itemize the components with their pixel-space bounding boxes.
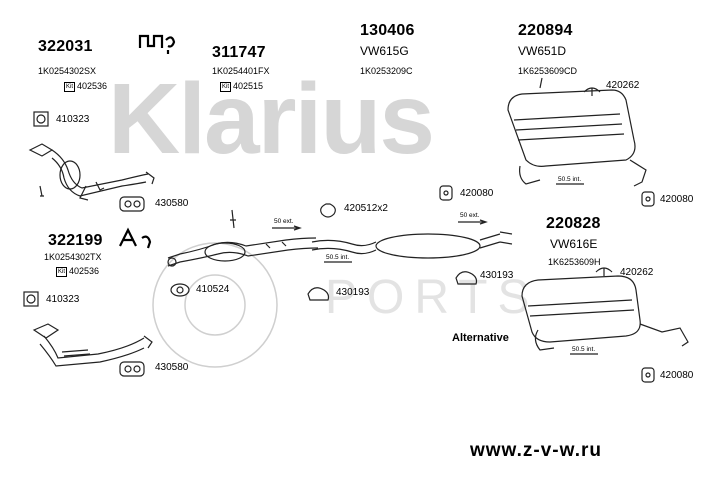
kit-number-311747: 402515 [233, 81, 264, 91]
clamp-430193-right-shape [455, 271, 478, 285]
hanger-420262-top-shape [583, 87, 601, 96]
label-410323-bottom: 410323 [46, 294, 80, 305]
rubber-420512-shape [320, 203, 336, 218]
oem-code-220828: 1K6253609H [548, 257, 601, 267]
kit-tag: Kit [64, 81, 76, 92]
oem-code-130406: 1K0253209C [360, 66, 413, 76]
dim-50-5-int-bottom: 50.5 int. [572, 346, 596, 353]
dim-50-5-int-left: 50.5 int. [326, 254, 350, 261]
label-420512x2: 420512x2 [344, 203, 388, 214]
clamp-430580-bottom-shape [119, 361, 145, 377]
gasket-410323-top-shape [33, 111, 49, 127]
label-420262-top: 420262 [606, 80, 640, 91]
mount-420080-bottom-shape [641, 367, 655, 383]
mount-420080-top-shape [641, 191, 655, 207]
oem-code-220894: 1K6253609CD [518, 66, 578, 76]
rear-silencer-220828-shape [521, 275, 689, 351]
hanger-420262-bottom-shape [595, 267, 613, 276]
label-430580-top: 430580 [155, 198, 189, 209]
rear-silencer-220894-shape [507, 77, 647, 187]
dim-50-5-int-top: 50.5 int. [558, 176, 582, 183]
label-420262-bottom: 420262 [620, 267, 654, 278]
front-pipe-322031-shape [28, 143, 155, 201]
kit-tag: Kit [56, 266, 68, 277]
part-number-130406: 130406 [360, 22, 415, 39]
label-410323-top: 410323 [56, 114, 90, 125]
model-220894: VW651D [518, 44, 567, 58]
dim-50-ext-right: 50 ext. [460, 212, 480, 219]
model-220828: VW616E [550, 237, 598, 251]
oem-code-311747: 1K0254401FX [212, 66, 270, 76]
front-pipe-322199-shape [32, 323, 153, 367]
label-410524: 410524 [196, 284, 230, 295]
gear-watermark [152, 242, 278, 368]
dim-50-ext-left: 50 ext. [274, 218, 294, 225]
part-number-311747: 311747 [212, 44, 266, 61]
label-430580-bottom: 430580 [155, 362, 189, 373]
part-number-322031: 322031 [38, 38, 93, 55]
brand-watermark: Klarius [108, 63, 435, 175]
part-number-220894: 220894 [518, 22, 573, 39]
label-420080-top: 420080 [660, 194, 694, 205]
kit-number-322031: 402536 [77, 81, 108, 91]
label-420080-mid: 420080 [460, 188, 494, 199]
bracket-icon [138, 34, 176, 54]
website-url[interactable]: www.z-v-w.ru [470, 440, 602, 461]
label-430193-mid: 430193 [336, 287, 370, 298]
clamp-430193-mid-shape [307, 287, 330, 301]
clamp-430580-top-shape [119, 196, 145, 212]
alternative-label: Alternative [452, 332, 509, 344]
catalyst-311747-shape [167, 209, 319, 267]
part-number-220828: 220828 [546, 215, 601, 232]
kit-number-322199: 402536 [69, 266, 100, 276]
ports-watermark: PORTS [325, 271, 540, 324]
model-130406: VW615G [360, 44, 409, 58]
middle-silencer-130406-shape [311, 231, 513, 259]
label-430193-right: 430193 [480, 270, 514, 281]
part-number-322199: 322199 [48, 232, 103, 249]
gasket-410524-shape [170, 283, 190, 297]
gasket-410323-bottom-shape [23, 291, 39, 307]
label-420080-bottom: 420080 [660, 370, 694, 381]
oem-code-322031: 1K0254302SX [38, 66, 97, 76]
kit-tag: Kit [220, 81, 232, 92]
oem-code-322199: 1K0254302TX [44, 252, 102, 262]
pipe-fitting-icon [119, 227, 152, 249]
mount-420080-mid-shape [439, 185, 453, 201]
